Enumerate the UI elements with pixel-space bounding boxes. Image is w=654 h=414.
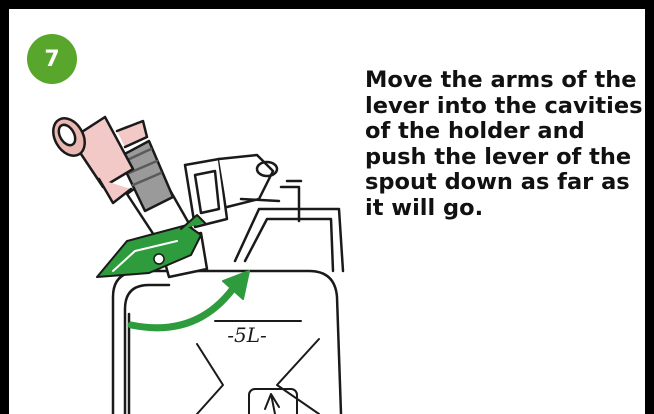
instruction-line: spout down as far as <box>365 169 630 195</box>
instruction-line: it will go. <box>365 195 483 221</box>
instruction-line: push the lever of the <box>365 144 631 170</box>
instruction-line: lever into the cavities <box>365 93 643 119</box>
instruction-line: of the holder and <box>365 118 585 144</box>
step-number: 7 <box>44 47 59 72</box>
canister-label: -5L- <box>227 323 267 347</box>
instruction-text: Move the arms of the lever into the cavi… <box>365 68 654 221</box>
step-number-badge: 7 <box>27 34 77 84</box>
instruction-line: Move the arms of the <box>365 67 637 93</box>
